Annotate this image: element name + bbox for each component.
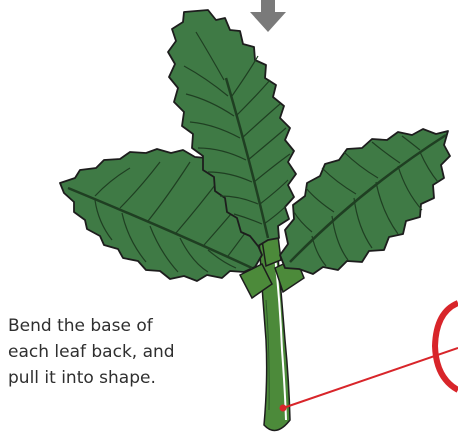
red-pointer — [280, 348, 458, 412]
caption-line-2: each leaf back, and — [8, 339, 208, 365]
caption-line-1: Bend the base of — [8, 313, 208, 339]
right-leaf — [280, 129, 450, 274]
red-circle-callout — [435, 303, 458, 390]
instruction-caption: Bend the base of each leaf back, and pul… — [8, 313, 208, 391]
caption-line-3: pull it into shape. — [8, 365, 208, 391]
down-arrow-icon — [250, 0, 286, 32]
